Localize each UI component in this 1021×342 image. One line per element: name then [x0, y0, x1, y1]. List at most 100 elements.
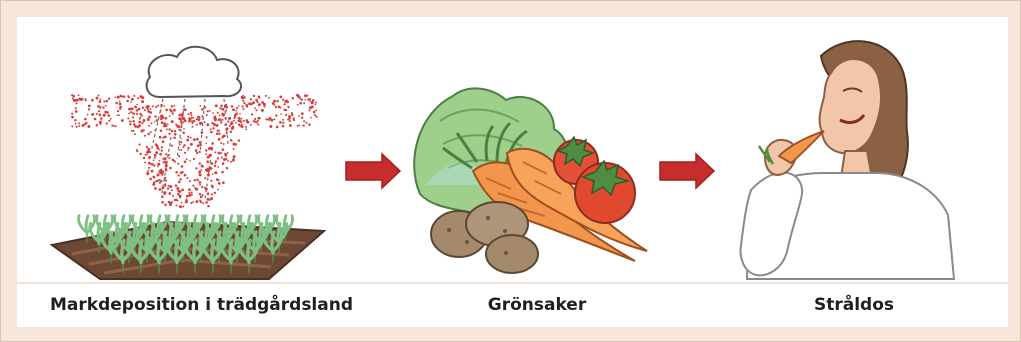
- particle: [209, 110, 211, 112]
- particle: [190, 137, 192, 139]
- particle: [282, 122, 284, 124]
- particle: [180, 126, 182, 128]
- particle: [159, 136, 162, 139]
- particle: [175, 124, 177, 126]
- particle: [196, 124, 198, 126]
- particle: [288, 106, 290, 108]
- particle: [195, 188, 198, 191]
- particle: [214, 165, 216, 167]
- particle: [147, 108, 149, 110]
- particle: [88, 105, 91, 108]
- particle: [75, 107, 77, 109]
- particle: [96, 113, 98, 115]
- particle: [168, 133, 170, 135]
- particle: [187, 177, 189, 179]
- particle: [214, 171, 217, 174]
- particle: [153, 176, 156, 179]
- particle: [144, 161, 146, 163]
- particle: [159, 188, 162, 191]
- particle: [191, 191, 193, 193]
- particle: [166, 164, 168, 166]
- particle: [140, 95, 143, 98]
- particle: [276, 100, 278, 102]
- particle: [255, 109, 257, 111]
- particle: [149, 151, 151, 153]
- particle: [233, 120, 235, 122]
- particle: [171, 105, 173, 107]
- arrow-icon-2: [660, 154, 714, 188]
- particle: [207, 168, 210, 171]
- particle: [258, 95, 260, 97]
- particle: [119, 108, 121, 110]
- particle: [255, 99, 258, 102]
- particle: [243, 120, 245, 122]
- particle: [177, 193, 180, 196]
- particle: [236, 112, 238, 114]
- particle: [141, 100, 144, 103]
- particle: [211, 185, 214, 188]
- particle: [143, 157, 145, 159]
- particle: [209, 154, 212, 157]
- particle: [181, 188, 184, 191]
- particle: [315, 101, 317, 103]
- particle: [188, 192, 190, 194]
- particle: [107, 114, 109, 116]
- caption-step-2: Grönsaker: [387, 295, 687, 315]
- particle: [196, 118, 198, 120]
- particle: [76, 126, 78, 128]
- particle: [108, 98, 110, 100]
- particle: [174, 199, 176, 201]
- particle: [173, 109, 176, 112]
- particle: [175, 205, 177, 207]
- particle: [232, 108, 235, 111]
- particle: [117, 114, 119, 116]
- particle: [201, 115, 203, 117]
- particle: [148, 116, 151, 119]
- particle: [268, 97, 270, 99]
- particle: [157, 163, 160, 166]
- particle: [283, 109, 285, 111]
- particle: [119, 101, 121, 103]
- particle: [187, 147, 189, 149]
- particle: [147, 148, 150, 151]
- particle: [87, 114, 89, 116]
- particle: [168, 201, 171, 204]
- particle: [308, 123, 311, 126]
- diagram-scene: [17, 17, 1008, 327]
- particle: [192, 201, 194, 203]
- particle: [218, 152, 221, 155]
- particle: [102, 106, 104, 108]
- particle: [308, 109, 310, 111]
- particle: [161, 121, 164, 124]
- particle: [304, 95, 306, 97]
- particle: [130, 101, 132, 103]
- particle: [257, 123, 259, 125]
- particle: [212, 112, 214, 114]
- particle: [298, 124, 300, 126]
- particle: [181, 124, 183, 126]
- particle: [169, 167, 172, 170]
- particle: [146, 106, 149, 109]
- particle: [288, 115, 291, 118]
- particle: [197, 116, 199, 118]
- particle: [88, 108, 90, 110]
- particle: [154, 115, 156, 117]
- particle: [199, 174, 202, 177]
- particle: [232, 159, 235, 162]
- particle: [164, 157, 167, 160]
- particle: [279, 121, 282, 124]
- particle: [180, 120, 183, 123]
- particle: [156, 144, 159, 147]
- particle: [242, 108, 244, 110]
- particle: [210, 180, 212, 182]
- particle: [301, 112, 304, 115]
- rain-lines: [151, 99, 228, 199]
- particle: [167, 187, 169, 189]
- particle: [180, 172, 183, 175]
- particle: [206, 114, 208, 116]
- particle: [238, 139, 240, 141]
- particle: [315, 110, 317, 112]
- particle: [238, 117, 241, 120]
- particle: [157, 175, 159, 177]
- particle: [186, 198, 188, 200]
